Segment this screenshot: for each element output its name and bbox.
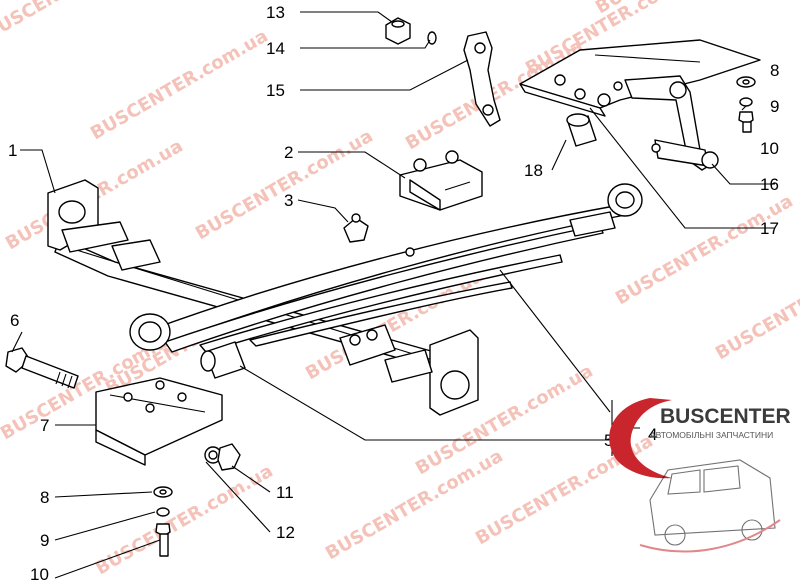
- callout-8-lower: 8: [40, 488, 49, 507]
- callout-9-lower: 9: [40, 531, 49, 550]
- watermark-15: BUSCENTER.com.ua: [92, 461, 277, 580]
- chassis-bracket: [519, 39, 761, 117]
- spring-mount-block: [95, 377, 223, 466]
- callout-9-right: 9: [770, 97, 779, 116]
- logo-name: BUSCENTER: [660, 405, 791, 428]
- leaf-spring: [129, 183, 643, 353]
- callout-17: 17: [760, 219, 779, 238]
- callout-15: 15: [266, 81, 285, 100]
- callout-3: 3: [284, 191, 293, 210]
- shackle-plate: [463, 31, 501, 127]
- callout-10-lower: 10: [30, 565, 49, 582]
- top-nut-and-washer: [385, 17, 437, 45]
- callout-10-right: 10: [760, 139, 779, 158]
- callout-5: 5: [604, 431, 613, 450]
- callout-12: 12: [276, 523, 295, 542]
- callout-16: 16: [760, 175, 779, 194]
- callout-8-right: 8: [770, 61, 779, 80]
- bump-stop-bracket: [399, 150, 483, 211]
- upper-bushing: [566, 113, 597, 147]
- watermark-2: BUSCENTER.com.ua: [87, 26, 272, 145]
- callout-13: 13: [266, 3, 285, 22]
- buscenter-logo: BUSCENTER АВТОМОБІЛЬНІ ЗАПЧАСТИНИ: [609, 398, 791, 553]
- watermark-13: BUSCENTER.com.ua: [712, 246, 800, 365]
- lower-bushing: [200, 341, 246, 379]
- callout-1: 1: [8, 141, 17, 160]
- lower-fasteners: [153, 486, 173, 557]
- callout-6: 6: [10, 311, 19, 330]
- long-bolt: [5, 347, 79, 389]
- callout-4: 4: [648, 425, 657, 444]
- nut-and-washer: [204, 443, 241, 471]
- rubber-bump-stop: [343, 213, 369, 243]
- minibus-icon: [639, 459, 781, 553]
- right-fasteners: [736, 76, 756, 133]
- watermark-1: BUSCENTER.com.ua: [0, 0, 167, 44]
- callout-2: 2: [284, 143, 293, 162]
- logo-tagline: АВТОМОБІЛЬНІ ЗАПЧАСТИНИ: [650, 430, 773, 440]
- callout-14: 14: [266, 39, 285, 58]
- shackle-assembly: [613, 75, 719, 171]
- callout-11: 11: [276, 483, 294, 502]
- callout-18: 18: [524, 161, 543, 180]
- logo-swoosh-icon: [609, 398, 672, 479]
- callout-labels: 1 2 3 6 7 8 9 10 11 12 13 14 15 18 8 9 1…: [8, 3, 779, 582]
- callout-7: 7: [40, 416, 49, 435]
